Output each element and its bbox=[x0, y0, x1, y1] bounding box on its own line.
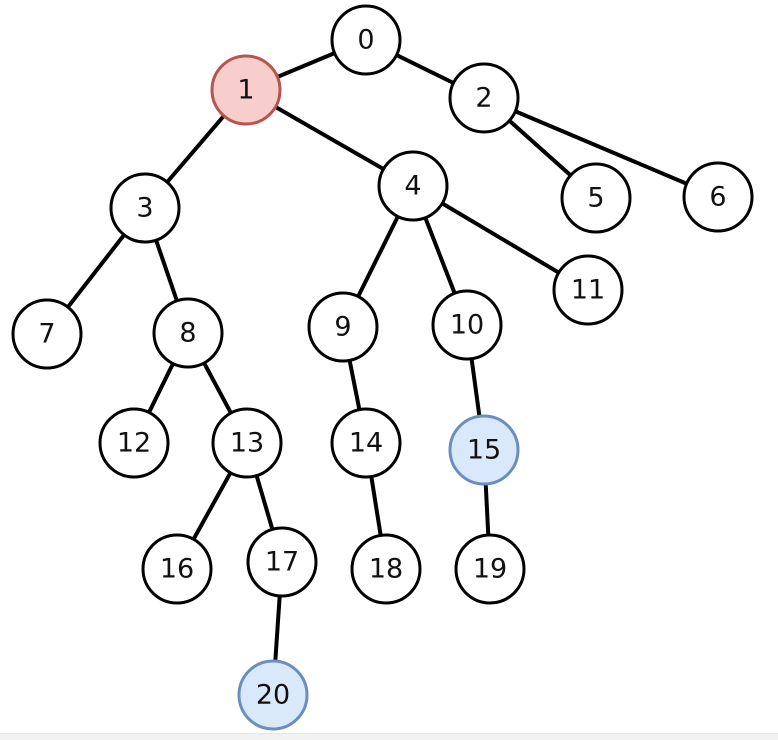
node-label-13: 13 bbox=[230, 428, 264, 459]
node-4: 4 bbox=[377, 150, 449, 222]
node-2: 2 bbox=[448, 62, 520, 134]
node-label-6: 6 bbox=[709, 182, 726, 213]
node-label-2: 2 bbox=[475, 83, 492, 114]
node-circle-20 bbox=[237, 659, 309, 731]
node-label-18: 18 bbox=[369, 554, 403, 585]
node-3: 3 bbox=[109, 172, 181, 244]
node-5: 5 bbox=[560, 162, 632, 234]
node-17: 17 bbox=[246, 526, 318, 598]
node-20: 20 bbox=[237, 659, 309, 731]
node-circle-19 bbox=[454, 533, 526, 605]
node-19: 19 bbox=[454, 533, 526, 605]
node-0: 0 bbox=[330, 4, 402, 76]
node-circle-2 bbox=[448, 62, 520, 134]
node-12: 12 bbox=[98, 407, 170, 479]
node-label-19: 19 bbox=[473, 554, 507, 585]
node-label-9: 9 bbox=[334, 312, 351, 343]
node-circle-11 bbox=[552, 254, 624, 326]
node-circle-1 bbox=[210, 54, 282, 126]
node-circle-12 bbox=[98, 407, 170, 479]
node-circle-13 bbox=[211, 407, 283, 479]
node-circle-3 bbox=[109, 172, 181, 244]
node-10: 10 bbox=[431, 289, 503, 361]
node-label-11: 11 bbox=[571, 275, 605, 306]
node-9: 9 bbox=[307, 291, 379, 363]
node-label-12: 12 bbox=[117, 428, 151, 459]
node-label-0: 0 bbox=[357, 25, 374, 56]
node-11: 11 bbox=[552, 254, 624, 326]
node-circle-15 bbox=[448, 414, 520, 486]
bottom-strip bbox=[0, 733, 778, 740]
node-label-10: 10 bbox=[450, 310, 484, 341]
node-8: 8 bbox=[152, 297, 224, 369]
node-circle-5 bbox=[560, 162, 632, 234]
node-circle-0 bbox=[330, 4, 402, 76]
node-label-20: 20 bbox=[256, 680, 290, 711]
node-circle-7 bbox=[11, 298, 83, 370]
node-label-5: 5 bbox=[587, 183, 604, 214]
node-label-7: 7 bbox=[38, 319, 55, 350]
node-18: 18 bbox=[350, 533, 422, 605]
node-circle-14 bbox=[330, 407, 402, 479]
node-circle-10 bbox=[431, 289, 503, 361]
node-circle-8 bbox=[152, 297, 224, 369]
node-1: 1 bbox=[210, 54, 282, 126]
node-circle-17 bbox=[246, 526, 318, 598]
node-7: 7 bbox=[11, 298, 83, 370]
node-label-17: 17 bbox=[265, 547, 299, 578]
node-14: 14 bbox=[330, 407, 402, 479]
node-label-14: 14 bbox=[349, 428, 383, 459]
node-16: 16 bbox=[141, 533, 213, 605]
node-circle-18 bbox=[350, 533, 422, 605]
node-13: 13 bbox=[211, 407, 283, 479]
node-label-8: 8 bbox=[179, 318, 196, 349]
node-label-16: 16 bbox=[160, 554, 194, 585]
edge-2-6 bbox=[482, 96, 720, 199]
node-label-3: 3 bbox=[136, 193, 153, 224]
node-circle-6 bbox=[682, 161, 754, 233]
node-circle-4 bbox=[377, 150, 449, 222]
node-6: 6 bbox=[682, 161, 754, 233]
node-circle-9 bbox=[307, 291, 379, 363]
node-label-4: 4 bbox=[404, 171, 421, 202]
node-label-15: 15 bbox=[467, 435, 501, 466]
node-label-1: 1 bbox=[237, 75, 254, 106]
node-circle-16 bbox=[141, 533, 213, 605]
node-15: 15 bbox=[448, 414, 520, 486]
